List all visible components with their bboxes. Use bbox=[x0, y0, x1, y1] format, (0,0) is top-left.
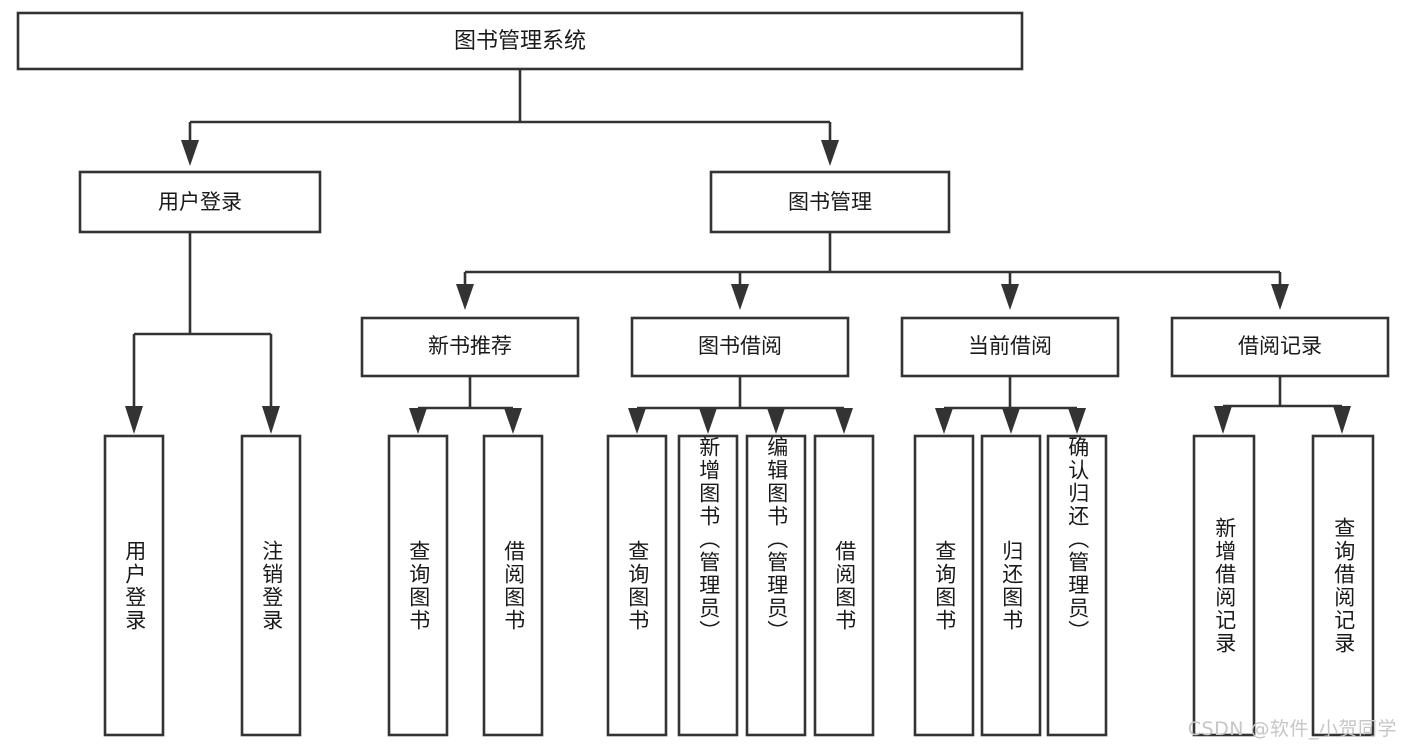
node-root-box[interactable] bbox=[16, 11, 1024, 71]
arrow-head-leaf-query-book-3 bbox=[935, 408, 953, 434]
connector-group-borrow-record bbox=[1214, 377, 1351, 434]
node-borrow-record[interactable]: 借阅记录 bbox=[1170, 316, 1390, 378]
leaf-box-query-book-3[interactable] bbox=[913, 434, 975, 737]
node-current-borrow-label: 当前借阅 bbox=[968, 334, 1052, 358]
arrow-head-leaf-logout-login bbox=[262, 406, 280, 434]
arrow-head-leaf-query-record bbox=[1333, 406, 1351, 434]
node-current-borrow-box[interactable] bbox=[900, 316, 1120, 378]
node-book-borrow-box[interactable] bbox=[630, 316, 850, 378]
node-new-book-recommend-label: 新书推荐 bbox=[428, 334, 512, 358]
leaf-box-add-book[interactable] bbox=[677, 434, 739, 737]
connector-group-root bbox=[181, 69, 839, 166]
leaf-box-user-login[interactable] bbox=[103, 434, 165, 737]
arrow-head-new-book-recommend bbox=[456, 284, 474, 310]
arrow-head-book-borrow bbox=[731, 284, 749, 310]
leaf-box-borrow-book-2[interactable] bbox=[813, 434, 875, 737]
watermark-text: CSDN @软件_小贺同学 bbox=[1187, 718, 1397, 740]
node-user-login[interactable]: 用户登录 bbox=[78, 170, 322, 234]
node-new-book-recommend-box[interactable] bbox=[360, 316, 580, 378]
leaf-boxes bbox=[103, 434, 1375, 737]
connector-group-book-borrow bbox=[628, 377, 853, 434]
connector-group-user-login bbox=[125, 232, 280, 434]
node-book-borrow-label: 图书借阅 bbox=[698, 334, 782, 358]
connector-group-new-book-recommend bbox=[409, 377, 522, 434]
arrow-head-leaf-edit-book bbox=[767, 408, 785, 434]
leaf-box-borrow-book-1[interactable] bbox=[482, 434, 544, 737]
leaf-box-query-record[interactable] bbox=[1311, 434, 1375, 737]
node-borrow-record-label: 借阅记录 bbox=[1238, 334, 1322, 358]
node-book-manage[interactable]: 图书管理 bbox=[709, 170, 951, 234]
arrow-head-borrow-record bbox=[1271, 284, 1289, 310]
arrow-head-leaf-user-login bbox=[125, 406, 143, 434]
arrow-head-leaf-confirm-return bbox=[1068, 408, 1086, 434]
node-book-manage-label: 图书管理 bbox=[788, 190, 872, 214]
node-borrow-record-box[interactable] bbox=[1170, 316, 1390, 378]
leaf-box-logout-login[interactable] bbox=[240, 434, 302, 737]
leaf-box-confirm-return[interactable] bbox=[1046, 434, 1108, 737]
arrow-head-user-login bbox=[181, 140, 199, 166]
arrow-head-current-borrow bbox=[1001, 284, 1019, 310]
leaf-box-query-book-2[interactable] bbox=[606, 434, 668, 737]
node-root[interactable]: 图书管理系统 bbox=[16, 11, 1024, 71]
connector-group-book-manage bbox=[456, 232, 1289, 310]
arrow-head-book-manage bbox=[821, 140, 839, 166]
arrow-head-leaf-query-book-1 bbox=[409, 408, 427, 434]
arrow-head-leaf-add-book bbox=[699, 408, 717, 434]
node-root-label: 图书管理系统 bbox=[454, 29, 586, 54]
leaf-box-return-book[interactable] bbox=[980, 434, 1042, 737]
node-book-borrow[interactable]: 图书借阅 bbox=[630, 316, 850, 378]
node-user-login-box[interactable] bbox=[78, 170, 322, 234]
leaf-box-edit-book[interactable] bbox=[745, 434, 807, 737]
leaf-box-query-book-1[interactable] bbox=[387, 434, 449, 737]
arrow-head-leaf-borrow-book-2 bbox=[835, 408, 853, 434]
arrow-head-leaf-add-record bbox=[1214, 406, 1232, 434]
leaf-box-add-record[interactable] bbox=[1192, 434, 1256, 737]
arrow-head-leaf-return-book bbox=[1002, 408, 1020, 434]
arrow-head-leaf-borrow-book-1 bbox=[504, 408, 522, 434]
node-user-login-label: 用户登录 bbox=[158, 190, 242, 214]
connector-group-current-borrow bbox=[935, 377, 1086, 434]
arrow-head-leaf-query-book-2 bbox=[628, 408, 646, 434]
node-new-book-recommend[interactable]: 新书推荐 bbox=[360, 316, 580, 378]
node-current-borrow[interactable]: 当前借阅 bbox=[900, 316, 1120, 378]
node-book-manage-box[interactable] bbox=[709, 170, 951, 234]
